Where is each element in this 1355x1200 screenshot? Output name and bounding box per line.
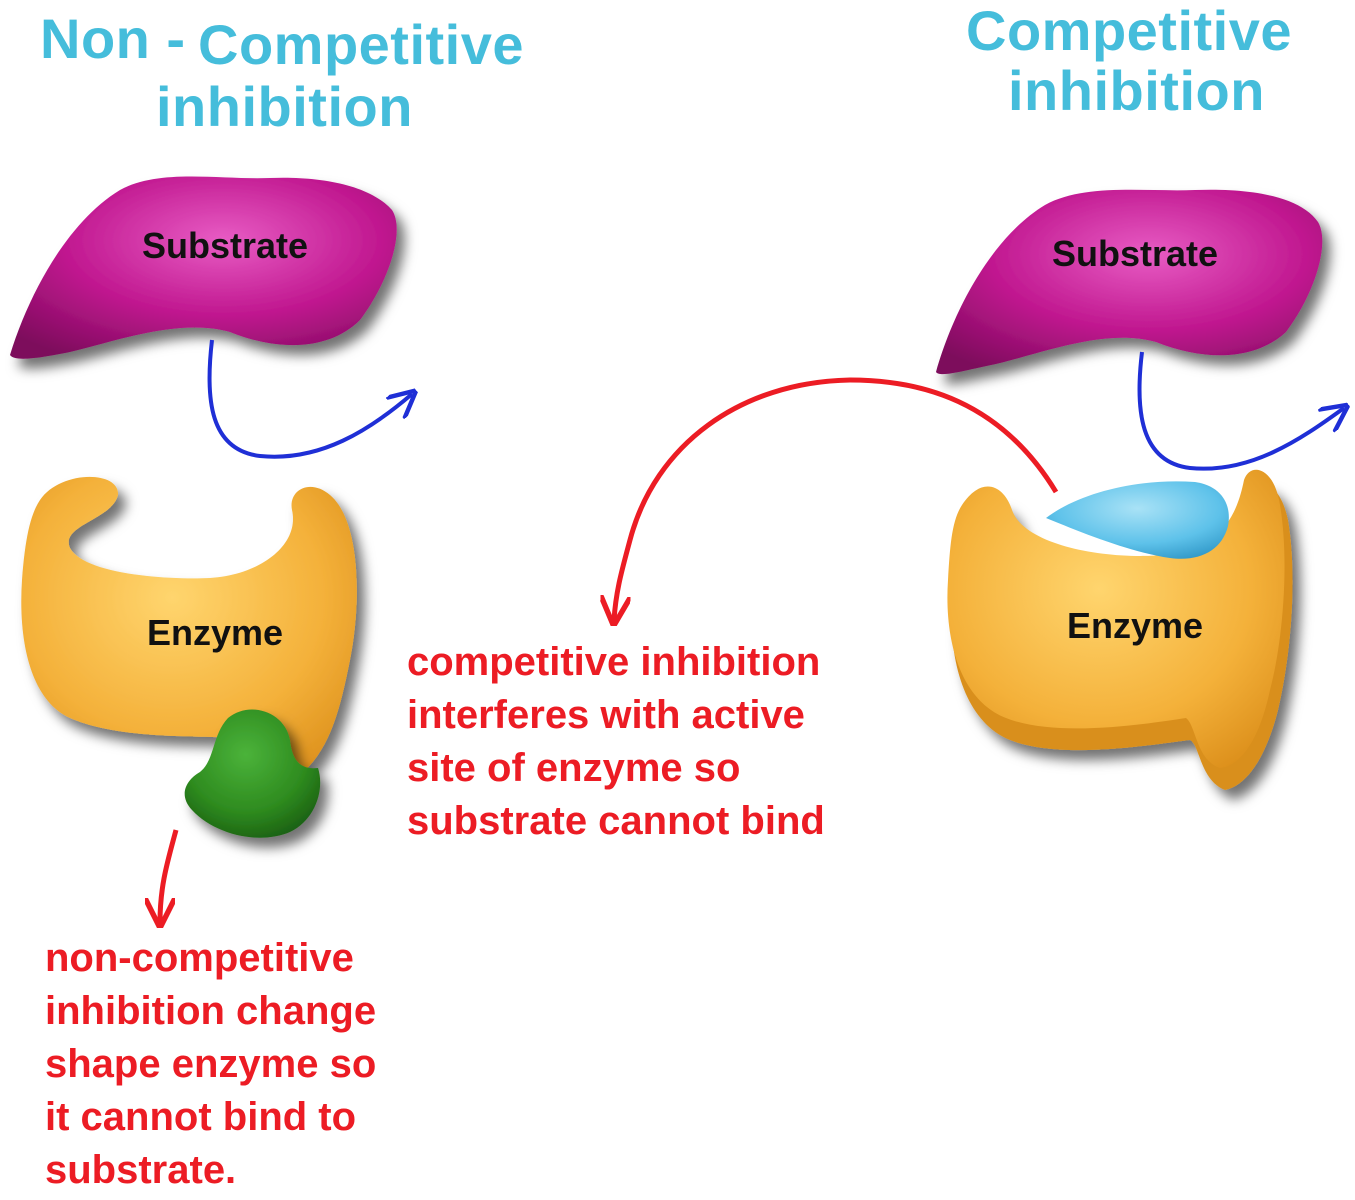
noncompetitive-panel: Substrate Enzyme	[10, 176, 412, 923]
competitive-inhibitor-shape	[1046, 481, 1229, 559]
noncompetitive-note-arrow	[160, 829, 179, 922]
enzyme-label-right: Enzyme	[1067, 605, 1203, 646]
competitive-note-line-4: substrate cannot bind	[407, 799, 825, 843]
noncompetitive-title-word: Competitive	[198, 13, 524, 76]
competitive-title-line1: Competitive	[966, 0, 1292, 62]
competitive-note-line-1: competitive inhibition	[407, 640, 821, 684]
substrate-label-right: Substrate	[1052, 233, 1218, 274]
competitive-note-arrow	[614, 377, 1059, 620]
competitive-note-line-2: interferes with active	[407, 693, 805, 737]
binding-arrow-right	[1137, 351, 1344, 471]
substrate-shape-left	[10, 176, 397, 359]
noncompetitive-note-line-4: it cannot bind to	[45, 1095, 357, 1139]
substrate-label-left: Substrate	[142, 225, 308, 266]
noncompetitive-title-suffix: inhibition	[156, 75, 413, 138]
noncompetitive-note-line-1: non-competitive	[45, 936, 354, 980]
noncompetitive-note-line-2: inhibition change	[45, 989, 377, 1033]
binding-arrow-left	[207, 339, 412, 459]
competitive-note-line-3: site of enzyme so	[407, 746, 741, 790]
competitive-title-line2: inhibition	[1008, 59, 1265, 122]
noncompetitive-note: non-competitive inhibition change shape …	[45, 932, 376, 1197]
competitive-note: competitive inhibition interferes with a…	[407, 636, 825, 848]
substrate-shape-right	[936, 189, 1323, 375]
enzyme-shape-left	[21, 476, 357, 780]
noncompetitive-note-line-5: substrate.	[45, 1148, 237, 1192]
noncompetitive-inhibitor-shape	[184, 709, 321, 838]
noncompetitive-title-prefix: Non -	[40, 7, 186, 70]
enzyme-label-left: Enzyme	[147, 612, 283, 653]
enzyme-shape-right	[947, 469, 1285, 768]
noncompetitive-note-line-3: shape enzyme so	[45, 1042, 377, 1086]
competitive-panel: Substrate Enzyme	[614, 189, 1344, 790]
